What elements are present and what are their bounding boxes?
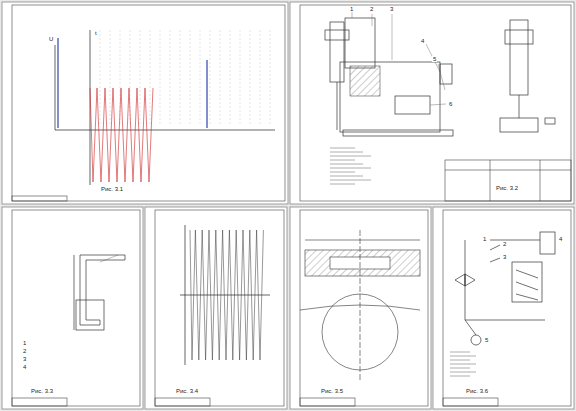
figure-caption: Рис. 3.4 — [175, 388, 199, 394]
stroke — [330, 176, 363, 177]
stroke — [450, 372, 476, 373]
figure-caption: Рис. 3.5 — [320, 388, 344, 394]
stroke — [100, 30, 101, 125]
stroke — [330, 164, 363, 165]
stroke — [330, 152, 363, 153]
figure-caption: Рис. 3.6 — [465, 388, 489, 394]
stroke — [330, 184, 355, 185]
callout-number: 2 — [369, 6, 374, 12]
callout-number: 6 — [448, 101, 453, 107]
stroke — [180, 30, 181, 125]
callout-number: 1 — [22, 340, 27, 346]
stroke — [210, 30, 211, 125]
stroke — [450, 364, 476, 365]
callout-number: 3 — [389, 6, 394, 12]
callout-number: 4 — [22, 364, 27, 370]
stroke — [330, 168, 371, 169]
callout-number: 2 — [22, 348, 27, 354]
stroke — [150, 30, 151, 125]
figure-caption: Рис. 3.2 — [495, 185, 519, 191]
callout-number: 4 — [558, 236, 563, 242]
callout-number: 5 — [432, 56, 437, 62]
red-zigzag — [90, 88, 153, 182]
callout-number: t — [94, 30, 98, 36]
stroke — [450, 376, 470, 377]
stroke — [230, 30, 231, 125]
stroke — [450, 352, 470, 353]
stroke — [170, 30, 171, 125]
stroke — [220, 30, 221, 125]
callout-number: 4 — [420, 38, 425, 44]
stroke — [200, 30, 201, 125]
stroke — [330, 180, 371, 181]
stroke — [450, 360, 470, 361]
figure-caption: Рис. 3.1 — [100, 186, 124, 192]
callout-number: 2 — [502, 241, 507, 247]
stroke — [190, 30, 191, 125]
stroke — [110, 30, 111, 125]
callout-number: 1 — [482, 236, 487, 242]
callout-number: 5 — [484, 337, 489, 343]
stroke — [240, 30, 241, 125]
stroke — [450, 356, 476, 357]
stroke — [250, 30, 251, 125]
stroke — [330, 148, 355, 149]
stroke — [330, 156, 371, 157]
stroke — [330, 172, 355, 173]
callout-number: 3 — [502, 254, 507, 260]
stroke — [260, 30, 261, 125]
stroke — [270, 30, 271, 125]
callout-number: 1 — [349, 6, 354, 12]
callout-number: U — [48, 36, 54, 42]
stroke — [160, 30, 161, 125]
figure-caption: Рис. 3.3 — [30, 388, 54, 394]
callout-number: 3 — [22, 356, 27, 362]
stroke — [140, 30, 141, 125]
stroke — [450, 368, 470, 369]
stroke — [330, 160, 355, 161]
